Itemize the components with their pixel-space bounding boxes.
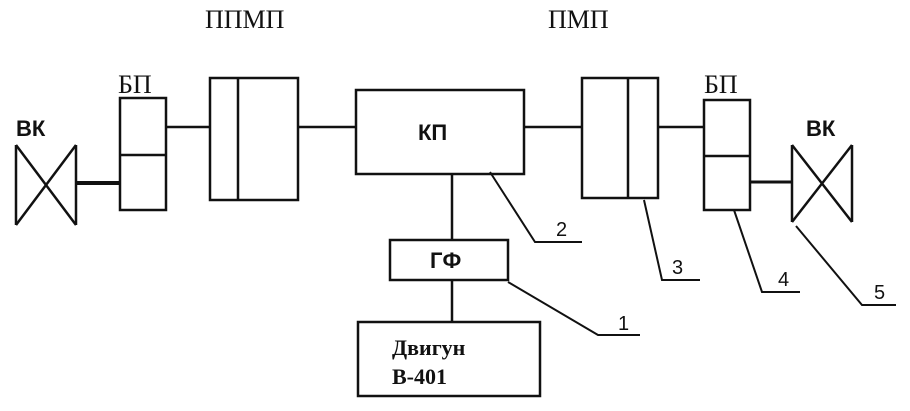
label-gf: ГФ (430, 248, 461, 273)
label-vk-right: ВК (806, 116, 836, 141)
leader-2 (489, 171, 582, 243)
label-engine-model: В-401 (392, 364, 447, 389)
pmp-block (580, 76, 660, 200)
leader-3 (643, 199, 700, 281)
callout-3: 3 (672, 257, 683, 279)
label-kp: КП (418, 120, 447, 145)
label-bp-left: БП (118, 70, 152, 99)
leader-1 (507, 281, 640, 336)
leader-4 (733, 209, 800, 293)
label-pmp: ПМП (548, 5, 609, 34)
ppmp-block (208, 76, 300, 202)
label-engine-name: Двигун (392, 335, 466, 360)
callout-4: 4 (778, 269, 789, 291)
vk-left-symbol (14, 144, 78, 226)
bp-left-block (118, 96, 168, 212)
engine-block (356, 320, 542, 398)
gf-block (388, 238, 510, 282)
label-ppmp: ППМП (205, 5, 285, 34)
leader-5 (795, 225, 896, 306)
kp-block (354, 88, 526, 176)
callout-2: 2 (556, 219, 567, 241)
label-bp-right: БП (704, 70, 738, 99)
label-vk-left: ВК (16, 116, 46, 141)
callout-1: 1 (618, 313, 629, 335)
vk-right-symbol (790, 144, 854, 223)
callout-5: 5 (874, 282, 885, 304)
bp-right-block (702, 98, 752, 212)
